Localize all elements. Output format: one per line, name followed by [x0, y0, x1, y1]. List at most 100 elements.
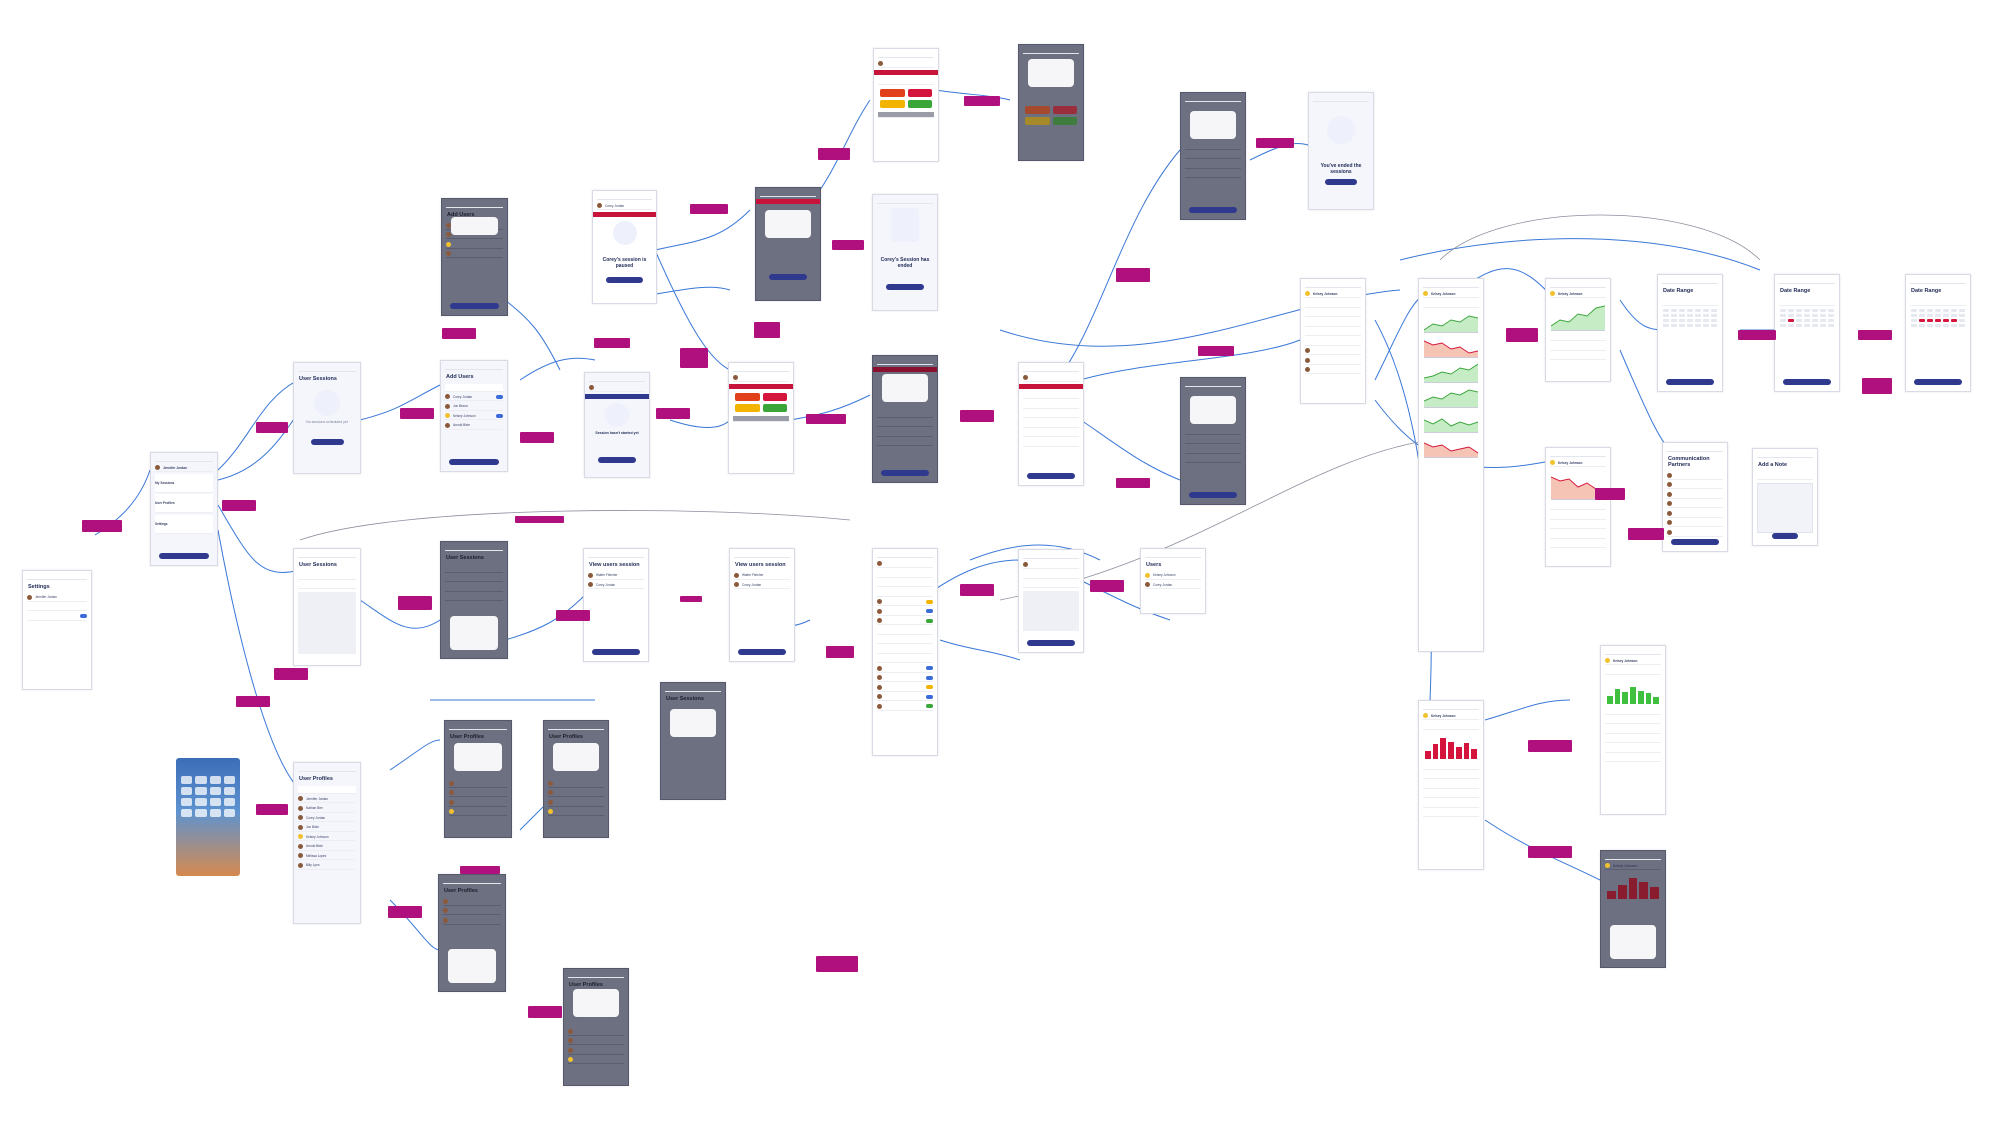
done-button[interactable] [885, 284, 925, 290]
sessions-ended-screen: You've ended the sessions [1308, 92, 1374, 210]
people-illustration [1327, 116, 1355, 144]
kelsey-report-screen: Kelsey Johnson [1418, 700, 1484, 870]
annotation-note [1595, 488, 1625, 500]
alert-dialog[interactable] [764, 210, 812, 238]
annotation-note [400, 408, 434, 419]
continue-button[interactable] [737, 649, 787, 655]
end-session-button[interactable] [1026, 473, 1076, 479]
list-item[interactable]: Corey Jordan [298, 814, 356, 822]
end-all-dim-b-screen [1180, 377, 1246, 505]
calendar-grid[interactable] [1911, 308, 1965, 327]
alert-dialog[interactable] [1027, 59, 1075, 87]
alert-dialog[interactable] [454, 743, 502, 771]
screen-title: User Sessions [299, 562, 337, 568]
settings-user-row[interactable]: Jennifer Jordan [27, 594, 87, 602]
home-menu-sessions[interactable]: My Sessions [155, 473, 213, 493]
home-menu-settings[interactable]: Settings [155, 514, 213, 534]
annotation-note [388, 906, 422, 918]
prompt-grid[interactable] [880, 89, 932, 108]
continue-button[interactable] [1026, 640, 1076, 646]
search-input[interactable] [445, 383, 503, 392]
action-sheet[interactable] [450, 616, 498, 650]
annotation-note [818, 148, 850, 160]
list-item[interactable]: Billy Lynn [298, 862, 356, 870]
start-button[interactable] [597, 457, 637, 463]
add-session-button[interactable] [310, 439, 344, 445]
list-item[interactable]: Corey Jordan [588, 581, 644, 589]
screen-title: User Sessions [299, 376, 337, 382]
line-chart [1424, 410, 1478, 433]
home-primary-button[interactable] [158, 553, 210, 559]
list-item[interactable]: Walter Fletcher [734, 572, 790, 580]
calendar-grid[interactable] [1663, 308, 1717, 327]
list-item[interactable] [446, 241, 503, 249]
alert-dialog[interactable] [881, 374, 929, 402]
list-item[interactable]: Walter Fletcher [588, 572, 644, 580]
end-button[interactable] [1188, 492, 1238, 498]
end-button[interactable] [1188, 207, 1238, 213]
list-item[interactable]: Kelsey Johnson [445, 412, 503, 420]
alert-dialog[interactable] [1189, 111, 1237, 139]
end-button[interactable] [880, 470, 930, 476]
note-input[interactable] [1757, 482, 1813, 533]
alert-dialog[interactable] [451, 217, 498, 235]
screen-title: View users session [735, 562, 786, 568]
list-item[interactable]: Corey Jordan [1145, 581, 1201, 589]
annotation-note [520, 432, 554, 443]
annotation-note [1738, 330, 1776, 340]
bar-chart [1607, 678, 1660, 704]
avatar [27, 594, 32, 600]
prompt-grid[interactable] [735, 393, 787, 412]
list-item[interactable]: Arnold Bixie [445, 422, 503, 430]
save-button[interactable] [1772, 533, 1798, 539]
screen-title: Date Range [1663, 288, 1694, 294]
list-item[interactable] [446, 231, 503, 239]
list-item[interactable] [446, 250, 503, 258]
annotation-note [964, 96, 1000, 106]
list-item[interactable]: Nathan Bier [298, 805, 356, 813]
user-profiles-screen: User Profiles Jennifer Jordan Nathan Bie… [293, 762, 361, 924]
save-button[interactable] [1670, 539, 1720, 545]
list-item[interactable]: Corey Jordan [445, 393, 503, 401]
add-users-screen: Add Users Corey Jordan Jon Bezos Kelsey … [440, 360, 508, 472]
done-button[interactable] [1913, 379, 1963, 385]
annotation-note [690, 204, 728, 214]
list-item[interactable]: Jennifer Jordan [298, 795, 356, 803]
annotation-note [528, 1006, 562, 1018]
action-sheet[interactable] [1609, 925, 1657, 959]
alert-dialog[interactable] [572, 989, 620, 1017]
add-users-modal-screen: Add Users [441, 198, 508, 316]
list-item[interactable] [298, 581, 356, 589]
list-item[interactable]: Arnold Bixie [298, 843, 356, 851]
screen-title: User Profiles [569, 982, 603, 988]
search-input[interactable] [298, 785, 356, 794]
settings-row[interactable] [27, 603, 87, 611]
list-item[interactable]: Melissa Lopez [298, 852, 356, 860]
kelsey-profile-screen: Kelsey Johnson [1300, 278, 1366, 404]
list-item[interactable] [298, 572, 356, 580]
alert-dialog[interactable] [669, 709, 717, 737]
done-button[interactable] [1665, 379, 1715, 385]
done-button[interactable] [1325, 179, 1357, 185]
annotation-note [256, 804, 288, 815]
resume-button[interactable] [768, 274, 808, 280]
kelsey-progress-screen: Kelsey Johnson [1418, 278, 1484, 652]
resume-button[interactable] [605, 277, 644, 283]
home-menu-profiles[interactable]: User Profiles [155, 494, 213, 513]
alert-dialog[interactable] [1189, 396, 1237, 424]
list-item[interactable]: Corey Jordan [734, 581, 790, 589]
add-users-button[interactable] [448, 459, 500, 465]
action-sheet[interactable] [448, 949, 496, 983]
settings-toggle-row[interactable] [27, 613, 87, 621]
list-item[interactable]: Jon Bixie [298, 824, 356, 832]
list-item[interactable]: Jon Bezos [445, 403, 503, 411]
list-item[interactable]: Kelsey Johnson [298, 833, 356, 841]
done-button[interactable] [1782, 379, 1832, 385]
calendar-grid[interactable] [1780, 308, 1834, 327]
list-item[interactable]: Kelsey Johnson [1145, 572, 1201, 580]
alert-dialog[interactable] [552, 743, 600, 771]
continue-button[interactable] [591, 649, 641, 655]
add-button[interactable] [449, 303, 500, 309]
chat-illustration [605, 403, 629, 427]
toggle[interactable] [80, 614, 87, 618]
